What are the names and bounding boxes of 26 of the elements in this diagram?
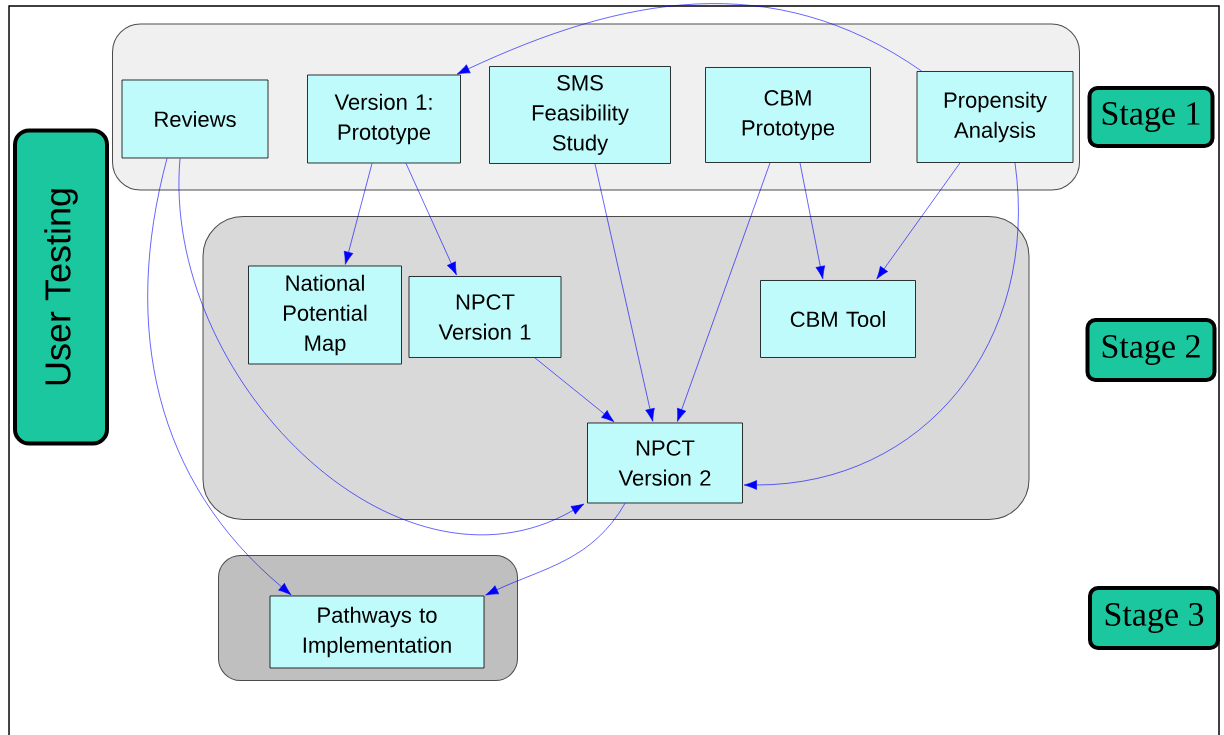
- process-box: Reviews: [121, 79, 269, 159]
- process-box: NPCT Version 2: [587, 422, 743, 504]
- arrow: [147, 158, 292, 596]
- process-box: CBM Prototype: [705, 67, 871, 163]
- process-box: CBM Tool: [760, 280, 916, 358]
- side-label: User Testing: [13, 128, 109, 446]
- process-box: National Potential Map: [248, 265, 402, 365]
- arrow: [743, 162, 1019, 490]
- arrow: [594, 163, 655, 422]
- process-box: NPCT Version 1: [408, 276, 562, 358]
- arrow: [179, 158, 585, 536]
- process-box: Pathways to Implementation: [269, 595, 485, 669]
- arrow: [343, 163, 373, 265]
- stage-label: Stage 2: [1085, 318, 1217, 382]
- stage-label: Stage 1: [1087, 86, 1215, 148]
- arrow: [677, 162, 771, 422]
- arrow: [534, 357, 615, 423]
- process-box: Version 1: Prototype: [307, 74, 461, 164]
- arrow: [485, 503, 626, 596]
- arrow: [405, 163, 457, 276]
- arrow: [456, 3, 922, 75]
- arrow: [876, 162, 961, 280]
- stage-label: Stage 3: [1088, 586, 1220, 650]
- arrow: [799, 162, 826, 280]
- process-box: Propensity Analysis: [916, 71, 1074, 163]
- process-box: SMS Feasibility Study: [489, 66, 671, 164]
